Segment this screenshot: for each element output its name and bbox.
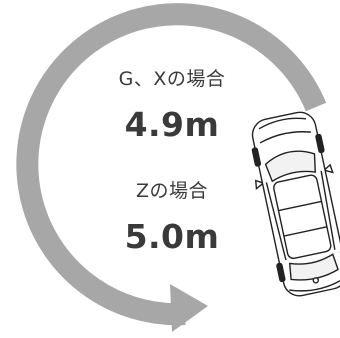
grade-gx-radius-value: 4.9m <box>124 105 220 144</box>
car-top-view-icon <box>251 111 340 297</box>
grade-z-label: Zの場合 <box>135 180 209 202</box>
turning-arc <box>16 3 327 326</box>
grade-z-radius-value: 5.0m <box>124 217 220 256</box>
arrow-head <box>170 284 208 332</box>
grade-gx-label: G、Xの場合 <box>118 68 226 90</box>
